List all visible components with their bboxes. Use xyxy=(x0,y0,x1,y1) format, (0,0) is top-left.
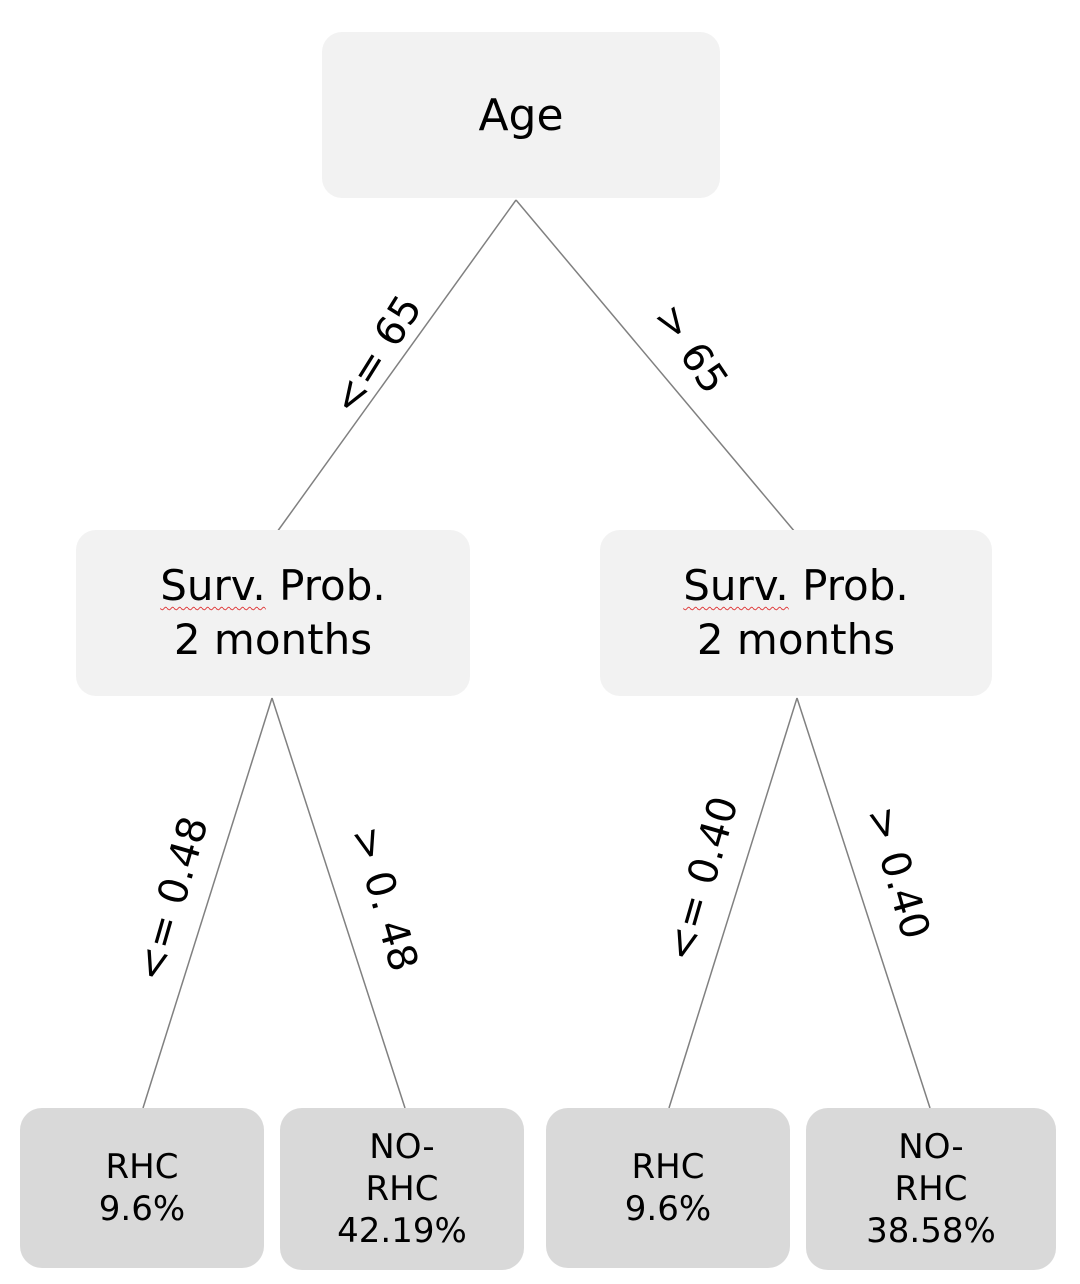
mid-node-left: Surv. Prob. 2 months xyxy=(76,530,470,696)
leaf-node-2: NO- RHC 42.19% xyxy=(280,1108,524,1270)
mid-node-left-rest: Prob. xyxy=(265,561,386,610)
edge-right-right xyxy=(796,697,931,1109)
leaf-1-line2: 9.6% xyxy=(98,1189,186,1229)
mid-node-left-underlined-word: Surv. xyxy=(160,561,266,610)
leaf-3-line2: 9.6% xyxy=(624,1189,712,1229)
leaf-2-line1: NO- xyxy=(369,1127,435,1167)
edge-root-left xyxy=(276,199,517,533)
edge-left-left xyxy=(142,697,273,1109)
leaf-2-line3: 42.19% xyxy=(337,1211,467,1251)
mid-node-left-line1: Surv. Prob. xyxy=(160,559,386,613)
leaf-node-3: RHC 9.6% xyxy=(546,1108,790,1268)
leaf-2-line2: RHC xyxy=(365,1169,439,1209)
leaf-node-1: RHC 9.6% xyxy=(20,1108,264,1268)
edge-right-left xyxy=(668,697,798,1109)
mid-node-right-underlined-word: Surv. xyxy=(683,561,789,610)
leaf-4-line3: 38.58% xyxy=(866,1211,996,1251)
leaf-4-line2: RHC xyxy=(894,1169,968,1209)
mid-node-right-line1: Surv. Prob. xyxy=(683,559,909,613)
mid-node-right-line2: 2 months xyxy=(696,615,896,664)
mid-node-right-rest: Prob. xyxy=(788,561,909,610)
leaf-3-line1: RHC xyxy=(631,1147,705,1187)
mid-node-right: Surv. Prob. 2 months xyxy=(600,530,992,696)
root-node-age: Age xyxy=(322,32,720,198)
leaf-1-line1: RHC xyxy=(105,1147,179,1187)
edge-left-right xyxy=(271,697,406,1109)
root-node-label: Age xyxy=(478,89,564,141)
edge-root-right xyxy=(515,199,796,533)
leaf-4-line1: NO- xyxy=(898,1127,964,1167)
mid-node-left-line2: 2 months xyxy=(173,615,373,664)
leaf-node-4: NO- RHC 38.58% xyxy=(806,1108,1056,1270)
